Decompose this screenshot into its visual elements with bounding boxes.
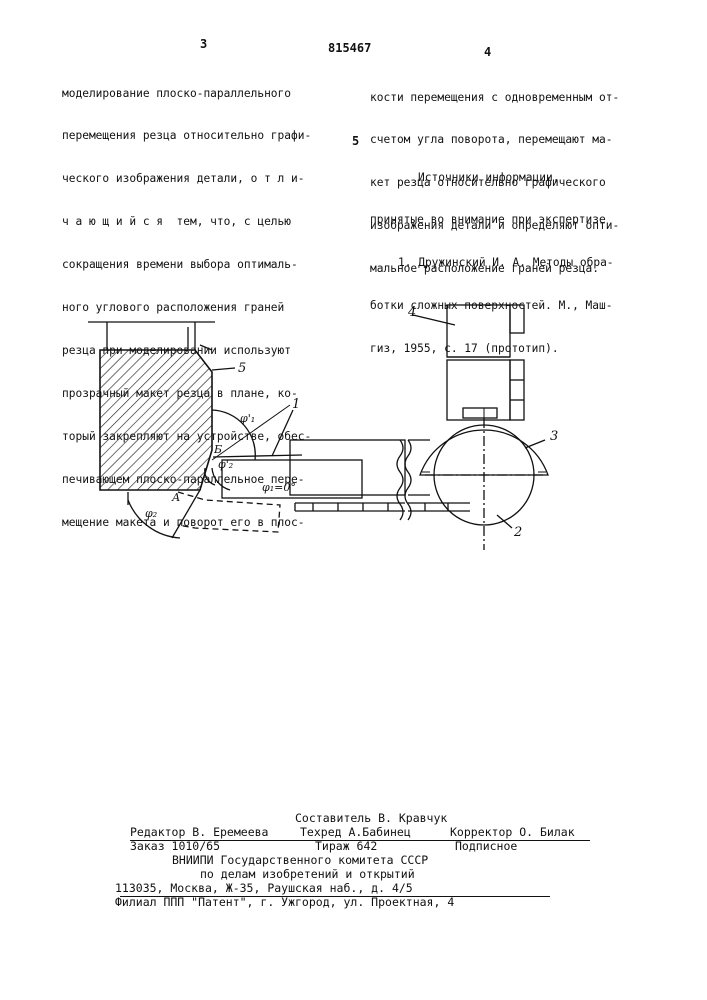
page-number-left: 3 (200, 37, 207, 51)
text-line: ческого изображения детали, о т л и- (62, 172, 311, 186)
source-item: 1. Дружинский И. А. Методы обра- (370, 256, 614, 270)
techred-line: Техред А.Бабинец (300, 826, 411, 840)
circulation-line: Тираж 642 (315, 840, 377, 854)
address-line: 113035, Москва, Ж-35, Раушская наб., д. … (115, 882, 413, 896)
label-2: 2 (513, 525, 522, 540)
page-number-right: 4 (484, 45, 491, 59)
text-line: сокращения времени выбора оптималь- (62, 258, 311, 272)
label-phi1-prime: φ'₁ (240, 412, 255, 425)
label-phi1-zero: φ₁=0° (262, 481, 296, 494)
patent-number: 815467 (328, 41, 371, 55)
subscription-line: Подписное (455, 840, 517, 854)
label-point-b: Б (213, 443, 222, 456)
org-line-2: по делам изобретений и открытий (200, 868, 415, 882)
editor-line: Редактор В. Еремеева (130, 826, 268, 840)
text-line: моделирование плоско-параллельного (62, 87, 311, 101)
scale-column (447, 305, 510, 357)
technical-drawing: 4 5 1 3 2 Б А φ'₁ φ'₂ φ₂ φ₁=0° (0, 300, 707, 560)
branch-line: Филиал ППП "Патент", г. Ужгород, ул. Про… (115, 896, 454, 910)
sources-heading: Источники информации, (370, 171, 614, 185)
label-phi2-prime: φ'₂ (218, 458, 233, 471)
label-5: 5 (238, 361, 246, 376)
line-number-marker: 5 (352, 134, 359, 148)
order-line: Заказ 1010/65 (130, 840, 220, 854)
text-line: кости перемещения с одновременным от- (370, 91, 619, 105)
label-phi2: φ₂ (145, 507, 157, 520)
org-line-1: ВНИИПИ Государственного комитета СССР (172, 854, 428, 868)
label-4: 4 (407, 305, 416, 320)
cutter-body (100, 350, 212, 490)
carriage-block (290, 440, 405, 495)
corrector-line: Корректор О. Билак (450, 826, 575, 840)
label-point-a: А (171, 491, 180, 504)
label-3: 3 (550, 429, 558, 444)
sources-subheading: принятые во внимание при экспертизе (370, 213, 614, 227)
text-line: ч а ю щ и й с я тем, что, с целью (62, 215, 311, 229)
label-1: 1 (292, 397, 300, 412)
compiler-line: Составитель В. Кравчук (295, 812, 447, 826)
text-line: перемещения резца относительно графи- (62, 129, 311, 143)
